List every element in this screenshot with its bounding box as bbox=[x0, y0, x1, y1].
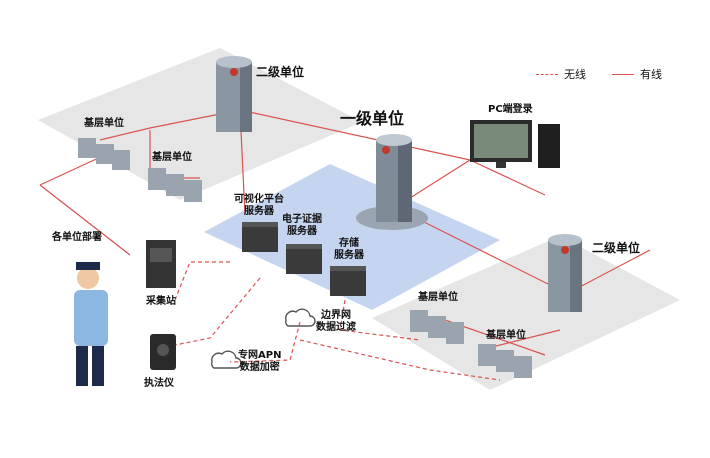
label-apn-line1: 专网APN bbox=[238, 350, 282, 361]
label-deploy: 各单位部署 bbox=[52, 232, 102, 243]
label-server-evidence: 电子证据 服务器 bbox=[282, 214, 322, 237]
collect-station bbox=[146, 240, 176, 288]
label-border-line1: 边界网 bbox=[321, 310, 351, 321]
label-recorder: 执法仪 bbox=[144, 378, 174, 389]
base-cluster-right-top bbox=[410, 310, 464, 344]
label-base-top-mid: 基层单位 bbox=[152, 152, 192, 163]
building-level2-right bbox=[548, 234, 582, 312]
wireless-links bbox=[174, 261, 501, 381]
label-server-storage: 存储 服务器 bbox=[334, 238, 364, 261]
legend-wired-swatch bbox=[612, 73, 634, 75]
label-level2-top: 二级单位 bbox=[256, 65, 305, 79]
label-level1: 一级单位 bbox=[340, 109, 405, 128]
cloud-lock-icon bbox=[210, 350, 242, 369]
cloud-shield-icon bbox=[284, 308, 316, 327]
label-server-visual-line1: 可视化平台 bbox=[234, 194, 284, 205]
base-cluster-top-mid bbox=[148, 168, 202, 202]
recorder-device bbox=[150, 334, 176, 370]
server-visual bbox=[242, 222, 278, 252]
label-collect-station: 采集站 bbox=[146, 296, 176, 307]
label-server-visual: 可视化平台 服务器 bbox=[234, 194, 284, 217]
label-apn-line2: 数据加密 bbox=[239, 361, 280, 373]
legend-wireless-swatch bbox=[536, 73, 558, 75]
label-server-storage-line2: 服务器 bbox=[334, 249, 364, 261]
base-cluster-top-left bbox=[78, 138, 130, 170]
label-base-right-bottom: 基层单位 bbox=[486, 330, 526, 341]
label-border-line2: 数据过滤 bbox=[316, 321, 356, 333]
label-apn: 专网APN 数据加密 bbox=[238, 350, 281, 373]
wired-links bbox=[39, 109, 651, 356]
building-level1 bbox=[356, 134, 428, 230]
legend: 无线 有线 bbox=[536, 66, 662, 82]
building-level2-top bbox=[216, 56, 252, 132]
label-base-right-top: 基层单位 bbox=[418, 292, 458, 303]
label-pc-login: PC端登录 bbox=[488, 104, 533, 115]
legend-wired-label: 有线 bbox=[640, 68, 662, 81]
server-evidence bbox=[286, 244, 322, 274]
label-server-evidence-line2: 服务器 bbox=[287, 225, 317, 237]
label-server-evidence-line1: 电子证据 bbox=[282, 214, 322, 225]
base-cluster-right-bottom bbox=[478, 344, 532, 378]
officer-figure bbox=[74, 262, 108, 386]
pc-monitor bbox=[470, 120, 560, 168]
label-border: 边界网 数据过滤 bbox=[316, 310, 356, 333]
label-server-storage-line1: 存储 bbox=[339, 238, 359, 249]
platform-area bbox=[204, 164, 500, 310]
legend-wireless-label: 无线 bbox=[564, 68, 586, 81]
server-storage bbox=[330, 266, 366, 296]
label-server-visual-line2: 服务器 bbox=[244, 205, 274, 217]
label-level2-right: 二级单位 bbox=[592, 241, 641, 255]
label-base-top-left: 基层单位 bbox=[84, 118, 124, 129]
